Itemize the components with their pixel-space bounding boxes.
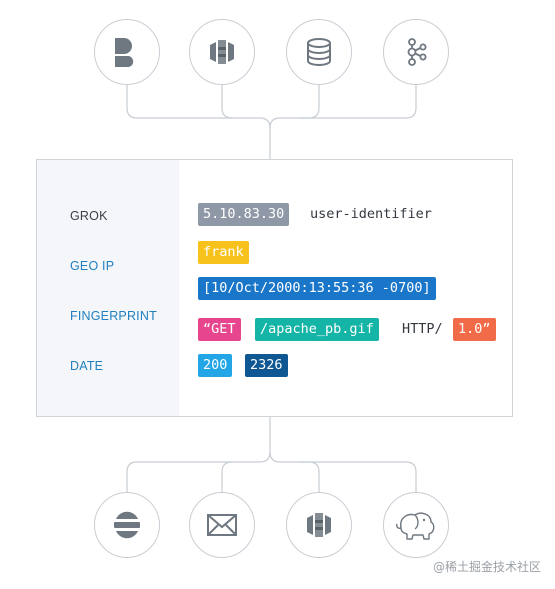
connector-input-1 [126,84,271,159]
stage-geoip: GEO IP [70,259,115,273]
token-timestamp: [10/Oct/2000:13:55:36 -0700] [198,277,436,300]
connector-input-3 [269,84,320,129]
token-identity: user-identifier [310,206,432,222]
connector-output-2 [221,461,233,492]
stage-fingerprint: FINGERPRINT [70,309,157,323]
mail-icon [207,514,237,536]
stage-date: DATE [70,359,104,373]
stage-grok: GROK [70,209,108,223]
output-hadoop-node [383,492,449,558]
input-beats-node [94,19,160,85]
connector-output-4 [300,461,417,492]
token-method: “GET [198,318,241,341]
pipeline-panel: GROK GEO IP FINGERPRINT DATE 5.10.83.30 … [36,159,513,417]
aws-icon [307,513,331,537]
token-bytes: 2326 [245,354,288,377]
output-aws-node [286,492,352,558]
output-elasticsearch-node [94,492,160,558]
token-path: /apache_pb.gif [255,318,379,341]
hadoop-icon [396,512,435,540]
stages-column [37,160,179,416]
token-ip: 5.10.83.30 [198,203,290,226]
connector-output-3 [269,451,320,492]
input-aws-node [189,19,255,85]
token-user: frank [198,241,249,264]
connector-input-2 [221,84,233,119]
token-status: 200 [198,354,233,377]
output-mail-node [189,492,255,558]
database-icon [307,38,331,66]
elasticsearch-icon [114,511,140,539]
connector-input-4 [300,84,417,119]
beats-icon [115,38,134,67]
input-kafka-node [383,19,449,85]
input-database-node [286,19,352,85]
token-protocol: HTTP/ [402,321,443,337]
kafka-icon [407,38,427,66]
token-version: 1.0” [453,318,496,341]
aws-icon [210,40,234,64]
watermark: @稀土掘金技术社区 [432,560,541,574]
connector-output-1 [126,417,271,492]
